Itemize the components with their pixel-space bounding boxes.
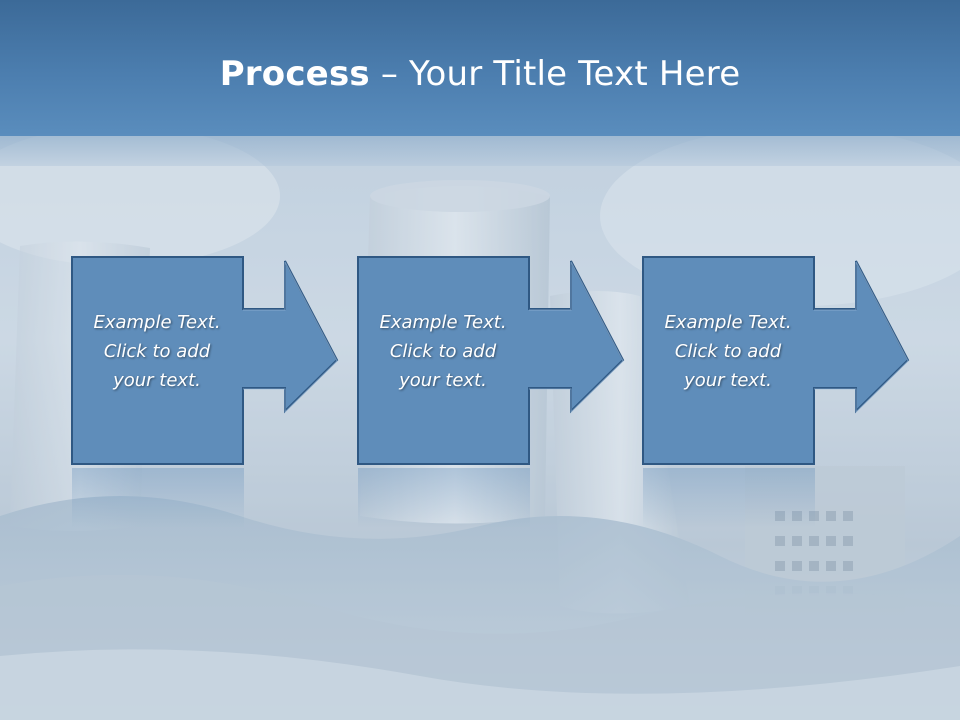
process-step-3[interactable]: Example Text. Click to add your text.	[642, 256, 910, 470]
step-3-text[interactable]: Example Text. Click to add your text.	[650, 308, 806, 395]
step-2-text[interactable]: Example Text. Click to add your text.	[365, 308, 521, 395]
step-2-reflection	[358, 468, 530, 528]
step-3-reflection	[643, 468, 815, 528]
title-band-strip	[0, 136, 960, 166]
step-3-line3: your text.	[684, 370, 772, 391]
step-2-line1: Example Text.	[379, 312, 507, 333]
step-3-line1: Example Text.	[664, 312, 792, 333]
arrow-right-icon	[642, 256, 910, 465]
process-step-1[interactable]: Example Text. Click to add your text.	[71, 256, 339, 470]
title-band: Process – Your Title Text Here	[0, 0, 960, 166]
step-1-line2: Click to add	[103, 341, 211, 362]
step-3-line2: Click to add	[674, 341, 782, 362]
step-1-text[interactable]: Example Text. Click to add your text.	[79, 308, 235, 395]
arrow-right-icon	[357, 256, 625, 465]
step-1-reflection	[72, 468, 244, 528]
step-1-line1: Example Text.	[93, 312, 221, 333]
title-rest-part: – Your Title Text Here	[369, 54, 741, 94]
step-1-line3: your text.	[113, 370, 201, 391]
process-step-2[interactable]: Example Text. Click to add your text.	[357, 256, 625, 470]
step-2-line2: Click to add	[389, 341, 497, 362]
title-bold-part: Process	[219, 54, 370, 94]
arrow-right-icon	[71, 256, 339, 465]
slide-title[interactable]: Process – Your Title Text Here	[0, 52, 960, 96]
step-2-line3: your text.	[399, 370, 487, 391]
